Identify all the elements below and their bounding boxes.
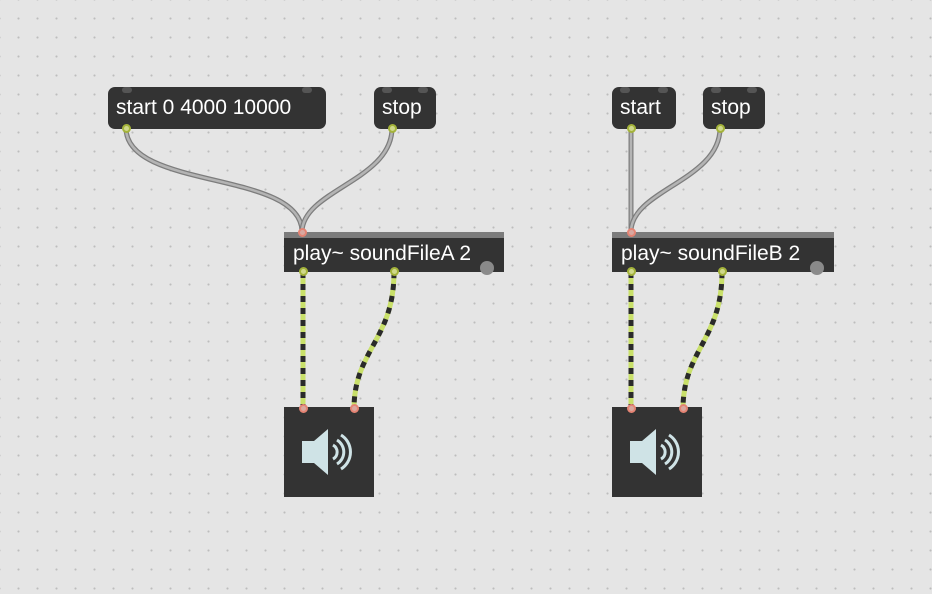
- inlet-dac-a-left[interactable]: [299, 404, 308, 413]
- outlet-start-b[interactable]: [627, 124, 636, 133]
- inlet-dac-a-right[interactable]: [350, 404, 359, 413]
- play-object-a[interactable]: play~ soundFileA 2: [284, 232, 504, 275]
- inlet-icon: [658, 87, 668, 93]
- inlet-icon: [620, 87, 630, 93]
- message-stop-b[interactable]: stop: [703, 87, 765, 129]
- dac-speaker-b[interactable]: [612, 407, 702, 497]
- play-object-b-label: play~ soundFileB 2: [621, 242, 801, 265]
- inlet-icon: [382, 87, 392, 93]
- outlet-stop-b[interactable]: [716, 124, 725, 133]
- resize-handle-icon[interactable]: [810, 261, 824, 275]
- inlet-play-a[interactable]: [298, 228, 307, 237]
- inlet-play-b[interactable]: [627, 228, 636, 237]
- outlet-play-b-left[interactable]: [627, 267, 636, 276]
- cord-stop-b-to-play-b: [628, 125, 723, 234]
- dac-speaker-a[interactable]: [284, 407, 374, 497]
- outlet-play-b-right[interactable]: [718, 267, 727, 276]
- message-start-a[interactable]: start 0 4000 10000: [108, 87, 326, 129]
- message-stop-b-label: stop: [711, 96, 751, 119]
- cord-stop-a-to-play-a: [299, 125, 395, 234]
- inlet-icon: [302, 87, 312, 93]
- speaker-icon: [630, 429, 680, 475]
- inlet-icon: [418, 87, 428, 93]
- inlet-icon: [711, 87, 721, 93]
- message-stop-a-label: stop: [382, 96, 422, 119]
- play-object-b[interactable]: play~ soundFileB 2: [612, 232, 834, 275]
- message-stop-a[interactable]: stop: [374, 87, 436, 129]
- outlet-start-a[interactable]: [122, 124, 131, 133]
- inlet-icon: [747, 87, 757, 93]
- message-start-b-label: start: [620, 96, 661, 119]
- message-start-b[interactable]: start: [612, 87, 676, 129]
- inlet-dac-b-left[interactable]: [627, 404, 636, 413]
- outlet-play-a-left[interactable]: [299, 267, 308, 276]
- outlet-stop-a[interactable]: [388, 124, 397, 133]
- inlet-dac-b-right[interactable]: [679, 404, 688, 413]
- resize-handle-icon[interactable]: [480, 261, 494, 275]
- speaker-icon: [302, 429, 352, 475]
- message-start-a-label: start 0 4000 10000: [116, 96, 292, 119]
- inlet-icon: [122, 87, 132, 93]
- play-object-a-label: play~ soundFileA 2: [293, 242, 472, 265]
- outlet-play-a-right[interactable]: [390, 267, 399, 276]
